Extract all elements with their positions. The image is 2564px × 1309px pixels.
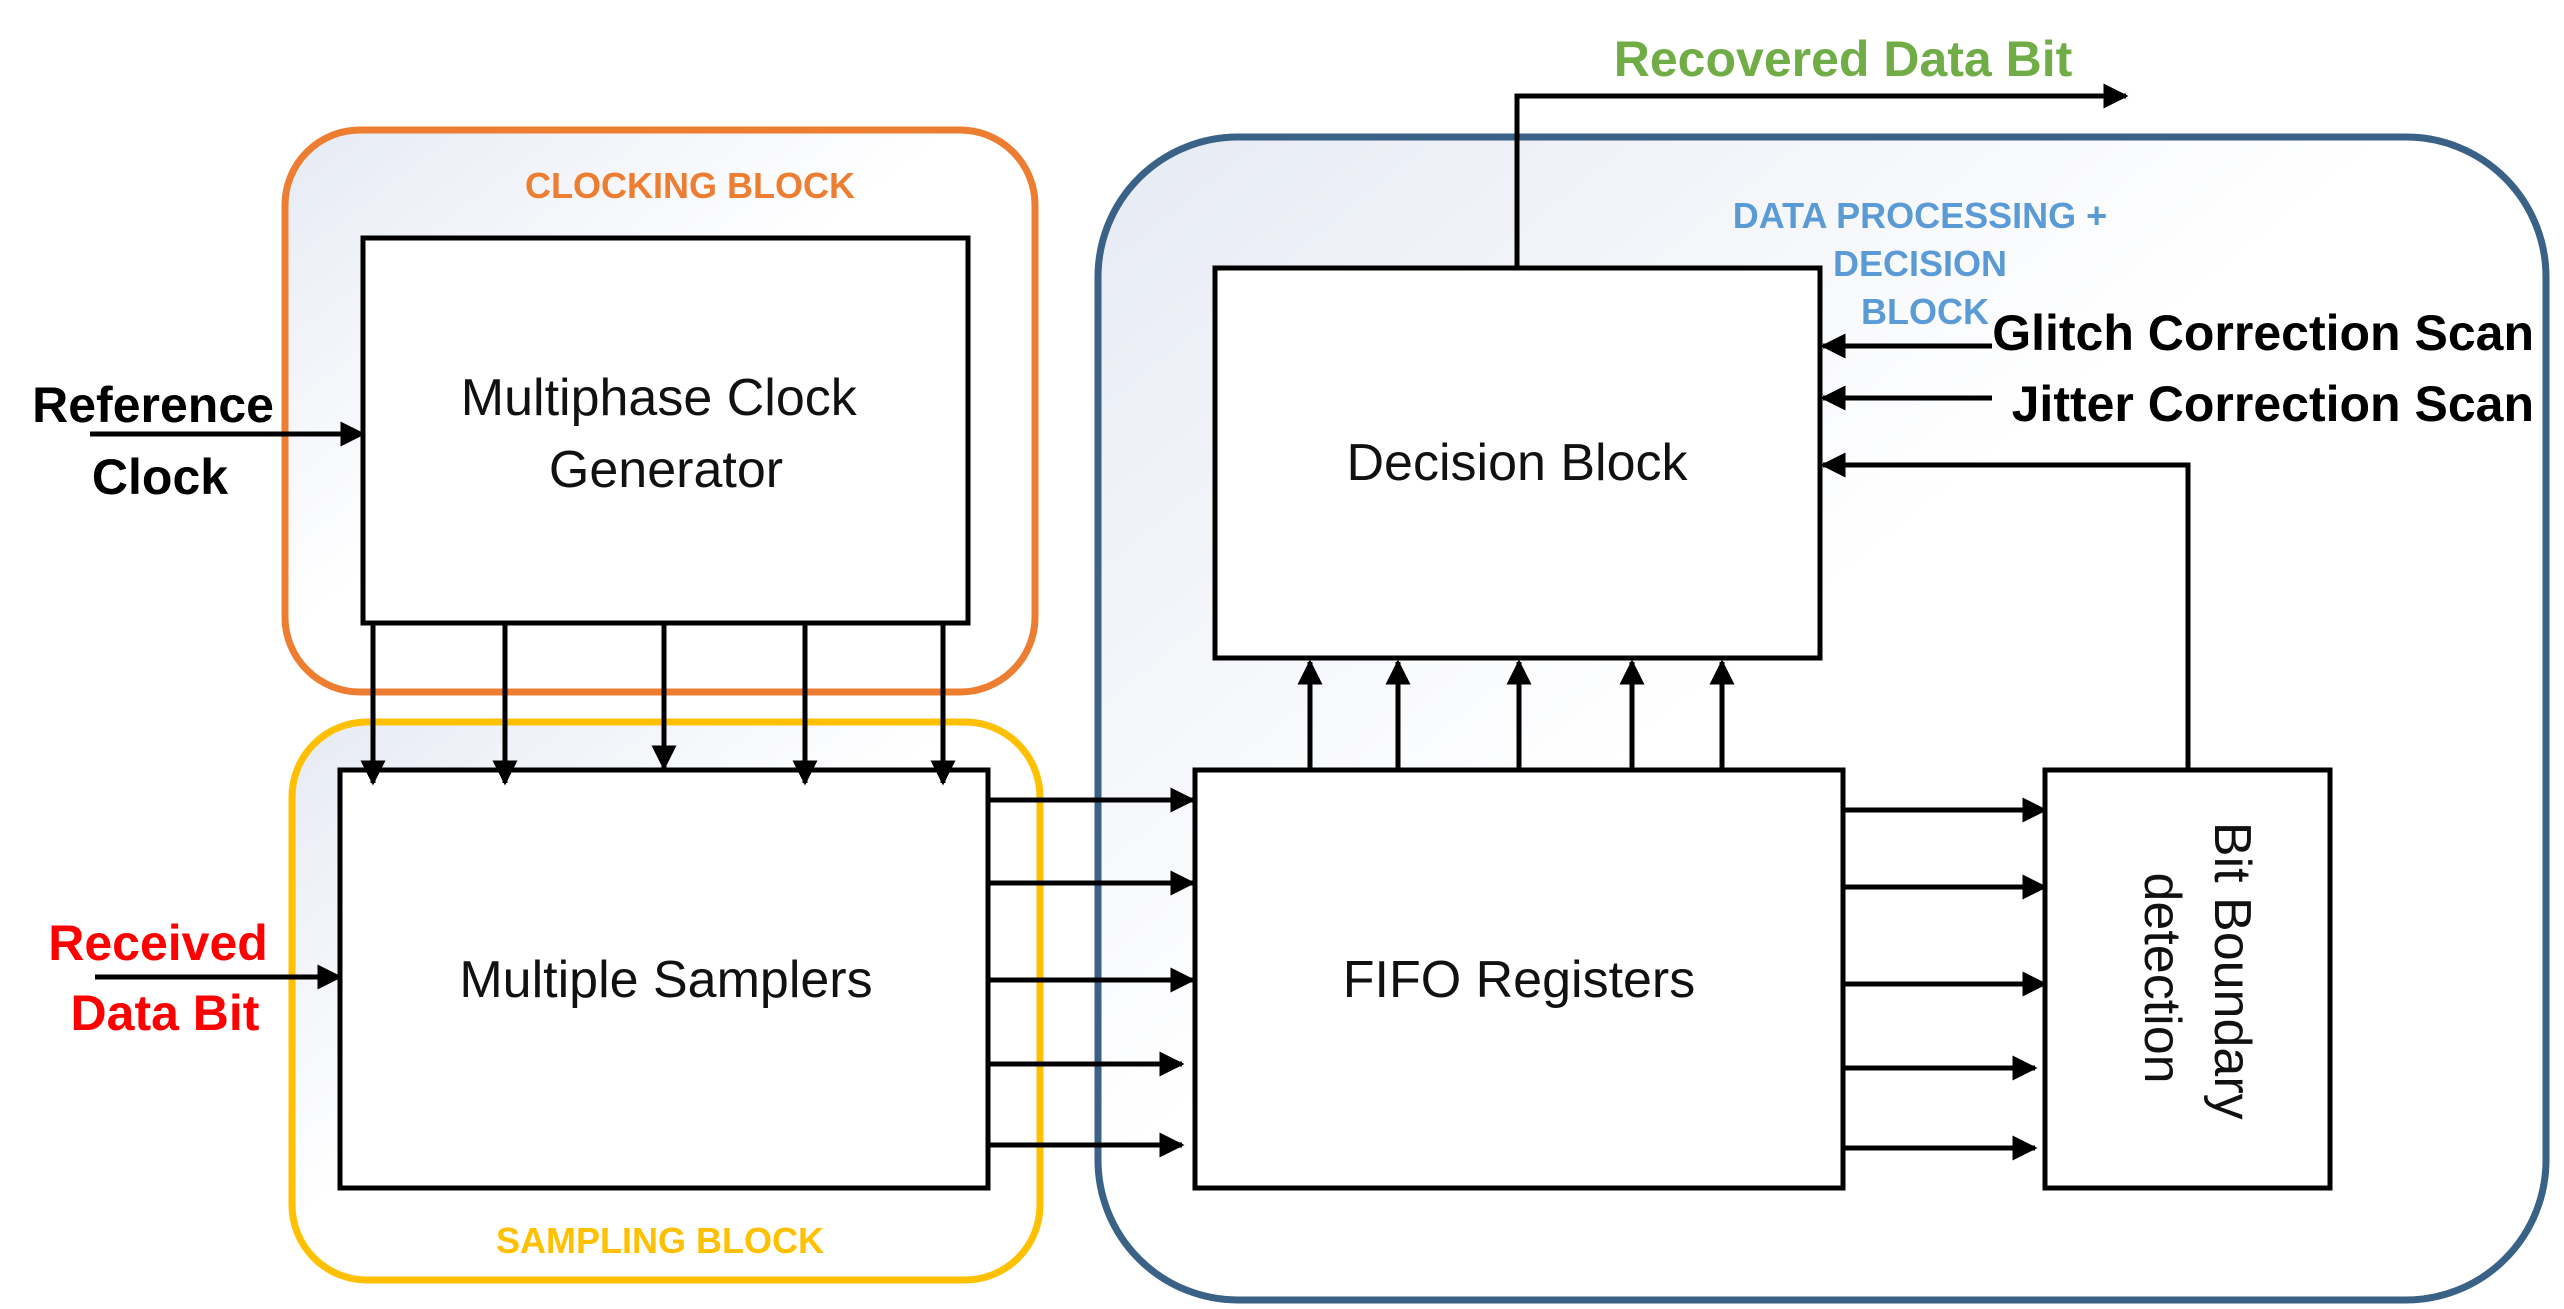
fifo-registers-label: FIFO Registers	[1343, 951, 1696, 1009]
decision-block-label: Decision Block	[1346, 434, 1688, 492]
data-processing-title-line: BLOCK	[1861, 291, 1989, 332]
reference-clock-label-line: Clock	[92, 449, 228, 505]
bit-boundary-detection-label: Bit Boundary detection	[2133, 822, 2261, 1134]
recovered-data-arrow	[1514, 83, 2129, 268]
received-data-bit-label-line: Data Bit	[71, 985, 260, 1041]
reference-clock-label: Reference Clock	[32, 377, 288, 505]
bit-boundary-detection-label-line: detection	[2133, 872, 2191, 1083]
jitter-correction-scan-label: Jitter Correction Scan	[2012, 376, 2534, 432]
data-processing-block-title: DATA PROCESSING + DECISION BLOCK	[1733, 195, 2117, 332]
multiple-samplers-block	[337, 767, 991, 1191]
fifo-registers-block	[1192, 767, 1846, 1191]
sampling-block-title: SAMPLING BLOCK	[496, 1220, 824, 1261]
bit-boundary-detection-label-line: Bit Boundary	[2203, 822, 2261, 1120]
clocking-block-title: CLOCKING BLOCK	[525, 165, 855, 206]
multiphase-clock-generator-label: Multiphase Clock Generator	[461, 369, 871, 499]
boundary-feedback-arrow	[1820, 452, 2191, 770]
multiphase-clock-generator-label-line: Multiphase Clock	[461, 369, 858, 427]
recovered-data-bit-label: Recovered Data Bit	[1614, 31, 2073, 87]
multiphase-clock-generator-label-line: Generator	[549, 441, 783, 499]
glitch-correction-scan-label: Glitch Correction Scan	[1992, 305, 2534, 361]
multiple-samplers-label: Multiple Samplers	[459, 951, 872, 1009]
received-data-bit-label: Received Data Bit	[48, 915, 282, 1041]
multiphase-clock-generator-block	[360, 235, 971, 626]
data-processing-title-line: DECISION	[1833, 243, 2007, 284]
received-data-bit-label-line: Received	[48, 915, 268, 971]
data-processing-title-line: DATA PROCESSING +	[1733, 195, 2107, 236]
reference-clock-label-line: Reference	[32, 377, 274, 433]
